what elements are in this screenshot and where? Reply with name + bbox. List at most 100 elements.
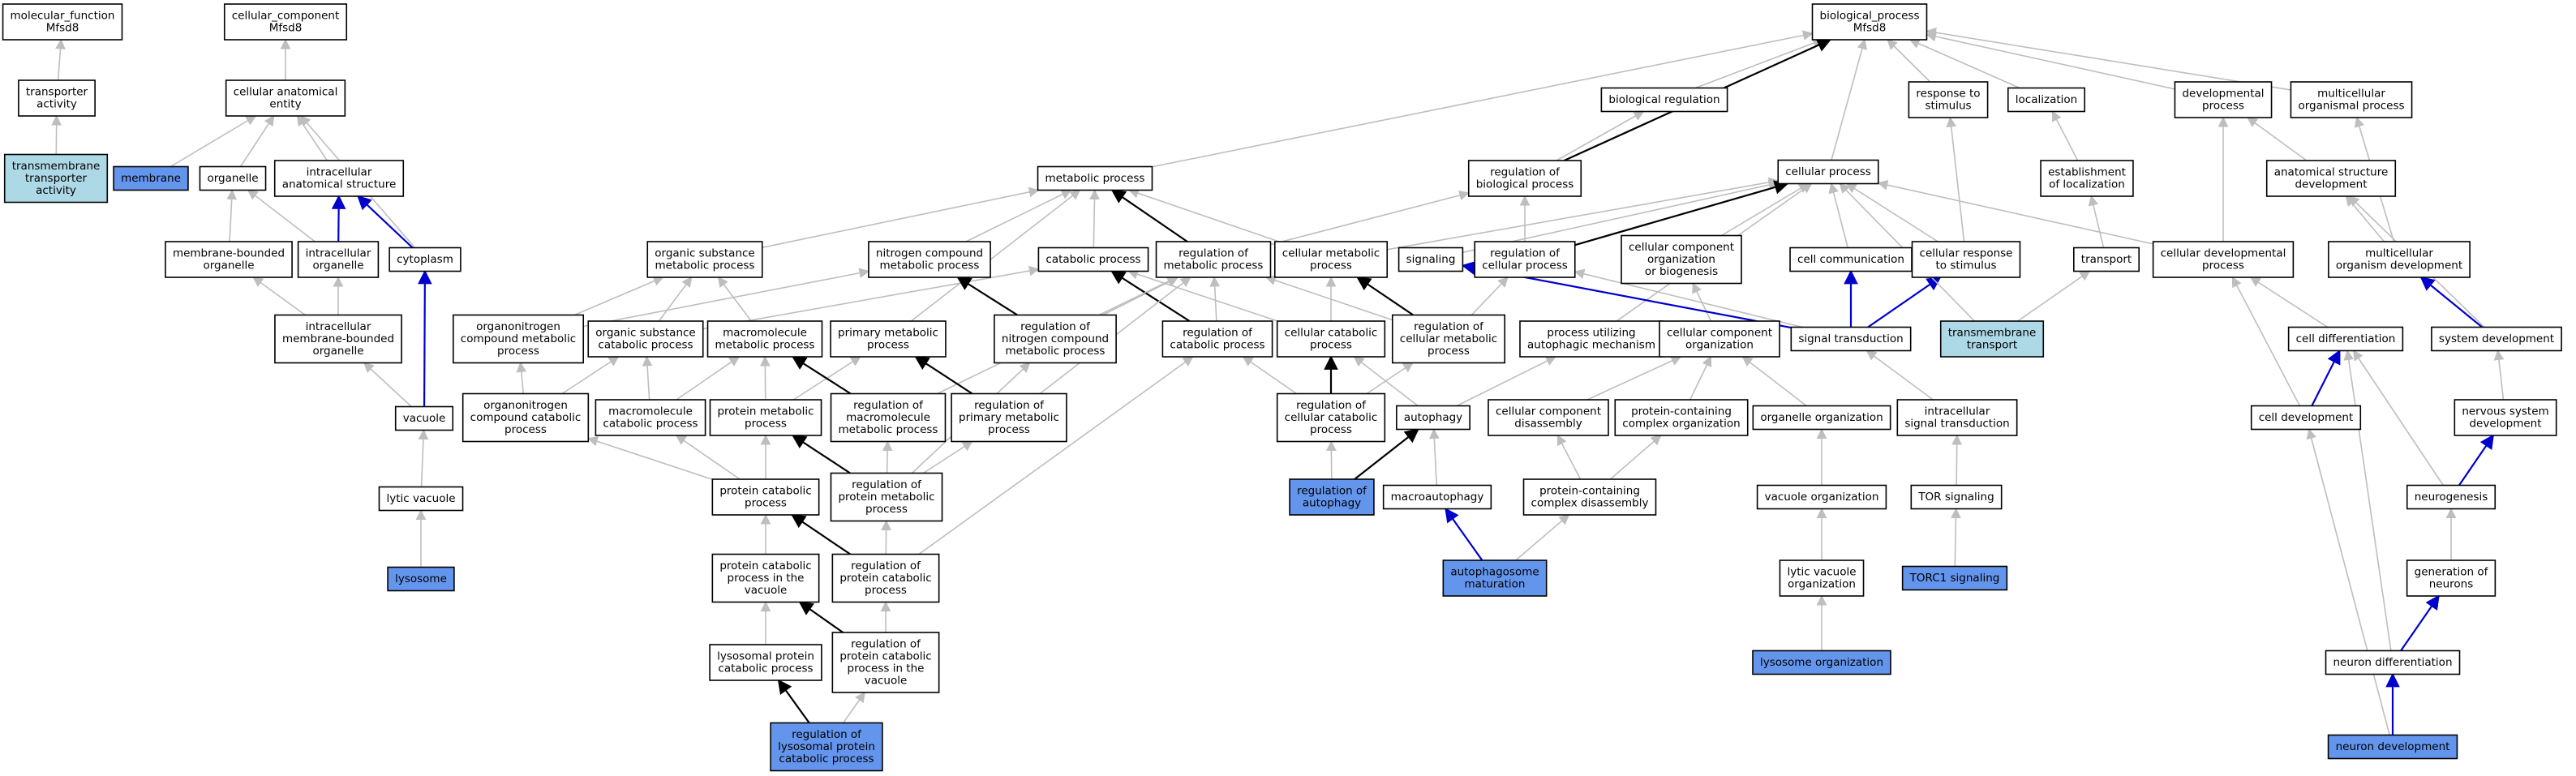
go-term-node-system-development[interactable]: system development [2431,326,2562,352]
node-label-line: transporter [26,86,88,99]
edge-regulates [1110,189,1188,242]
go-term-node-signaling[interactable]: signaling [1397,247,1464,272]
go-term-node-lytic-vacuole[interactable]: lytic vacuole [378,486,464,512]
node-label-line: metabolic process [880,259,980,272]
go-term-node-torc1-signaling[interactable]: TORC1 signaling [1901,565,2008,591]
go-term-node-autophagy[interactable]: autophagy [1396,405,1470,431]
go-term-node-cell-differentiation[interactable]: cell differentiation [2287,326,2404,352]
node-box [1779,559,1865,597]
go-term-node-organelle[interactable]: organelle [199,165,267,191]
node-label-line: cell differentiation [2296,332,2396,345]
go-term-node-neurogenesis[interactable]: neurogenesis [2406,484,2497,510]
go-term-node-cytoplasm[interactable]: cytoplasm [389,247,462,272]
go-term-node-transport[interactable]: transport [2073,247,2140,272]
node-label-line: cytoplasm [397,253,453,266]
go-term-node-membrane[interactable]: membrane [113,165,189,191]
go-term-node-lysosome-organization[interactable]: lysosome organization [1752,650,1891,675]
node-label-line: protein metabolic [838,491,934,504]
go-term-node-metabolic-process[interactable]: metabolic process [1037,165,1153,191]
node-label-line: regulation of [1414,320,1484,333]
node-label-line: regulation of [853,399,924,412]
go-term-node-neuron-differentiation[interactable]: neuron differentiation [2325,650,2461,675]
go-term-node-localization[interactable]: localization [2007,87,2086,113]
go-term-node-macroautophagy[interactable]: macroautophagy [1382,484,1492,510]
go-term-node-cell-communication[interactable]: cell communication [1789,247,1913,272]
go-term-node-neuron-development[interactable]: neuron development [2327,734,2458,760]
node-label-line: cellular component [1496,405,1601,418]
node-label-line: regulation of [1297,485,1367,498]
go-term-node-cellular-process[interactable]: cellular process [1777,159,1879,185]
go-term-node-tor-signaling[interactable]: TOR signaling [1910,484,2003,510]
go-term-node-cell-development[interactable]: cell development [2250,405,2362,431]
go-term-node-vacuole[interactable]: vacuole [394,405,454,431]
edge-part-of [1867,277,1942,328]
go-term-node-biological-regulation[interactable]: biological regulation [1600,87,1728,113]
edge-regulates [956,277,1018,316]
node-box [770,722,883,772]
go-term-node-lysosome[interactable]: lysosome [387,566,455,592]
go-term-node-vacuole-organization[interactable]: vacuole organization [1756,484,1887,510]
go-term-node-catabolic-process[interactable]: catabolic process [1037,247,1149,272]
go-term-node-organelle-organization[interactable]: organelle organization [1752,405,1891,431]
go-term-node-signal-transduction[interactable]: signal transduction [1790,326,1912,352]
